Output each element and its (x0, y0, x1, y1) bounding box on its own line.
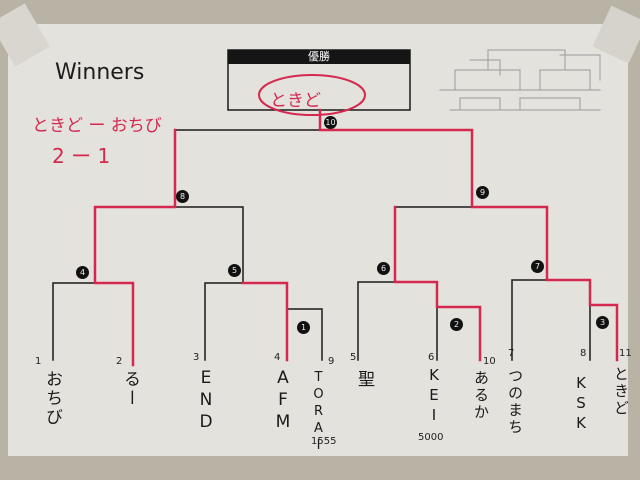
player-name: おちび (42, 370, 62, 427)
player-seed: 10 (483, 356, 496, 367)
champion-name: ときど (270, 91, 321, 111)
bracket-paper (8, 24, 628, 456)
player-seed: 4 (274, 352, 281, 363)
player-seed: 6 (428, 352, 435, 363)
champion-label: 優勝 (308, 50, 330, 63)
match-number-7: 7 (531, 260, 544, 273)
title-winners: Winners (55, 60, 145, 85)
player-seed: 1 (35, 356, 42, 367)
match-number-5: 5 (228, 264, 241, 277)
match-number-6: 6 (377, 262, 390, 275)
player-seed: 11 (619, 348, 632, 359)
player-name: AFM (273, 368, 293, 434)
winner-lines (93, 108, 619, 367)
match-number-10: 10 (324, 116, 337, 129)
player-seed: 8 (580, 348, 587, 359)
match-number-9: 9 (476, 186, 489, 199)
player-name: つのまち (506, 368, 524, 436)
player-name: 聖 (354, 370, 374, 389)
match-number-2: 2 (450, 318, 463, 331)
player-name: TORAI (311, 370, 326, 455)
player-seed: 7 (508, 348, 515, 359)
champion-header-band (228, 50, 410, 64)
thumbnail-bracket-sketch (439, 49, 601, 111)
match-number-1: 1 (297, 321, 310, 334)
result-matchup: ときど ー おちび (32, 116, 162, 136)
match-number-8: 8 (176, 190, 189, 203)
result-score: 2 ー 1 (52, 144, 111, 168)
player-name: るー (120, 370, 140, 408)
player-seed: 5 (350, 352, 357, 363)
player-note: 1555 (311, 436, 337, 447)
champion-circle (258, 74, 366, 116)
player-seed: 2 (116, 356, 123, 367)
player-name: KSK (572, 374, 590, 434)
player-name: END (196, 368, 216, 434)
player-seed: 9 (328, 356, 335, 367)
player-seed: 3 (193, 352, 200, 363)
player-name: KEI (425, 366, 443, 426)
player-name: ときど (612, 366, 630, 417)
player-name: あるか (472, 370, 490, 421)
match-number-4: 4 (76, 266, 89, 279)
match-number-3: 3 (596, 316, 609, 329)
player-note: 5000 (418, 432, 444, 443)
